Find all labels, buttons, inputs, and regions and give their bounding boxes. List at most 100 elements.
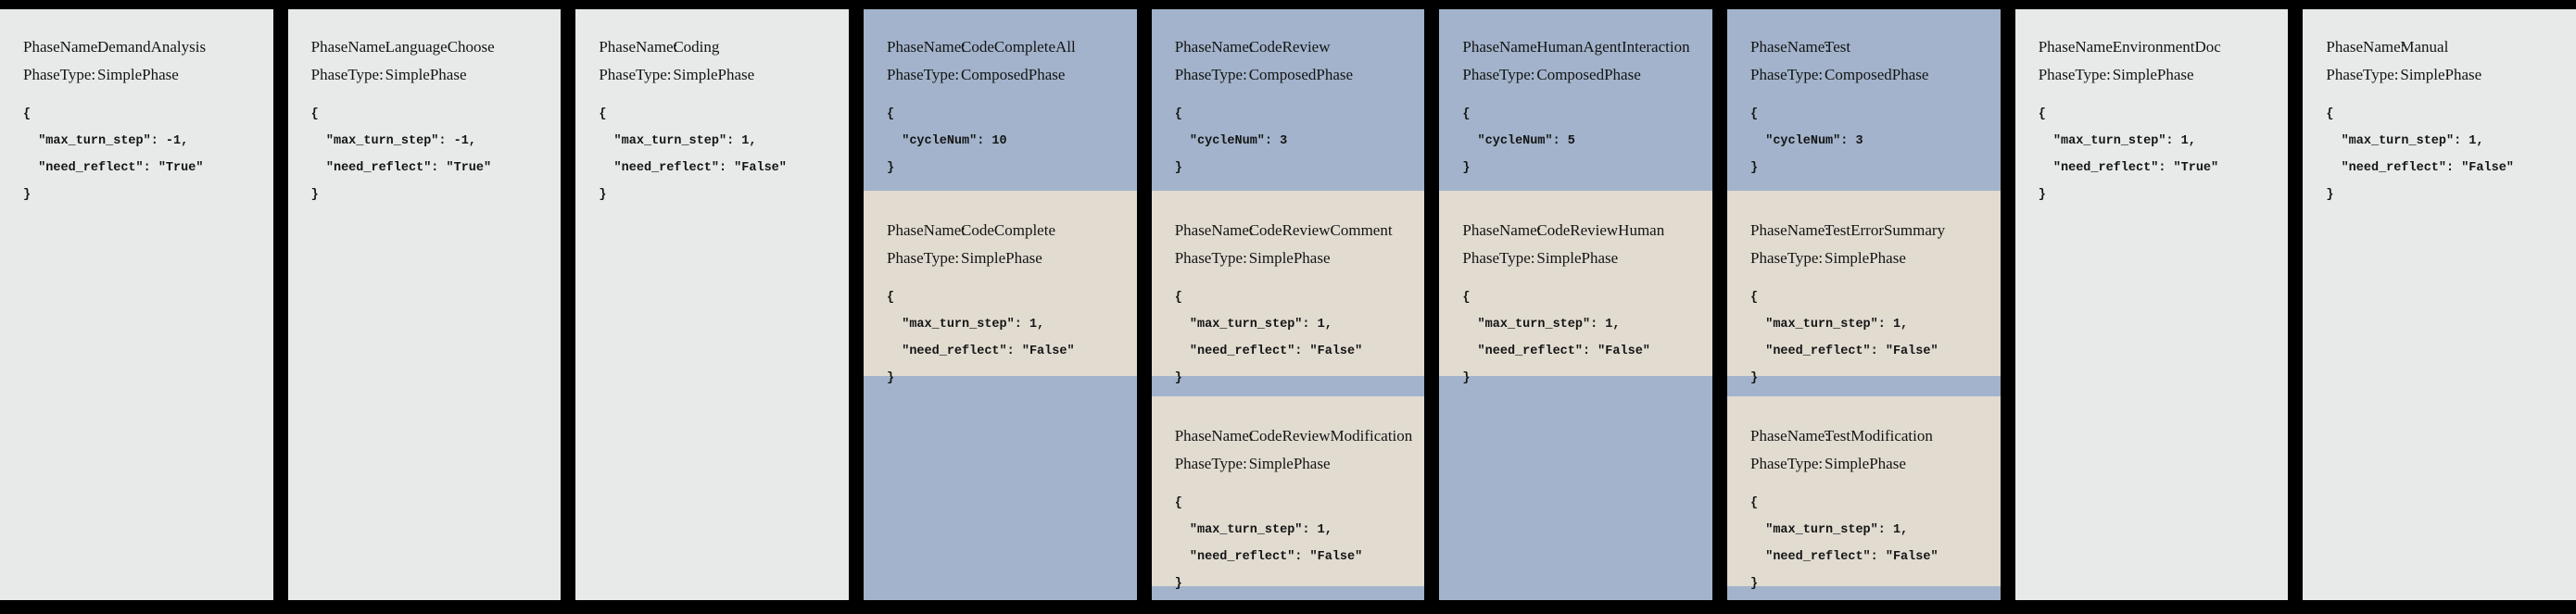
phase-config-json: { "max_turn_step": 1, "need_reflect": "F…	[1462, 291, 1650, 385]
phase-config-json: { "max_turn_step": 1, "need_reflect": "F…	[2326, 107, 2514, 202]
phase-name-row: PhaseName: CodeCompleteAll	[887, 33, 1130, 61]
phase-name-label: PhaseName:	[1462, 221, 1542, 239]
phase-type-label: PhaseType:	[1174, 455, 1247, 472]
phase-name-label: PhaseName:	[887, 221, 966, 239]
sub-phase-card-codereviewcomment: PhaseName: CodeReviewComment PhaseType: …	[1151, 191, 1425, 385]
phase-config-json: { "max_turn_step": 1, "need_reflect": "F…	[1750, 496, 1938, 591]
sub-phase-card-testmodification: PhaseName: TestModification PhaseType: S…	[1727, 396, 2001, 591]
phase-type-label: PhaseType:	[887, 249, 960, 267]
phase-name-label: PhaseName:	[1750, 427, 1830, 445]
phase-config-json: { "max_turn_step": 1, "need_reflect": "T…	[2038, 107, 2219, 202]
composed-phase-header: PhaseName: Test PhaseType: ComposedPhase…	[1727, 9, 2001, 191]
phase-name-value: Test	[1825, 38, 1851, 56]
phase-type-row: PhaseType: ComposedPhase	[1462, 61, 1705, 89]
phase-name-row: PhaseName: CodeComplete	[887, 217, 1130, 244]
phase-type-label: PhaseType:	[1750, 455, 1824, 472]
phase-type-row: PhaseType: ComposedPhase	[887, 61, 1130, 89]
phase-name-row: PhaseName: EnvironmentDoc	[2039, 33, 2281, 61]
phase-name-value: CodeComplete	[961, 221, 1055, 239]
phase-type-value: SimplePhase	[97, 66, 179, 83]
phase-name-row: PhaseName: LanguageChoose	[311, 33, 554, 61]
sub-phase-card-codereviewmodification: PhaseName: CodeReviewModification PhaseT…	[1151, 396, 1425, 591]
phase-type-label: PhaseType:	[599, 66, 672, 83]
phase-type-value: ComposedPhase	[1248, 66, 1354, 83]
phase-name-value: DemandAnalysis	[97, 38, 207, 56]
phase-type-label: PhaseType:	[1462, 249, 1535, 267]
phase-type-row: PhaseType: SimplePhase	[2326, 61, 2569, 89]
phase-type-row: PhaseType: SimplePhase	[1462, 244, 1705, 272]
phase-card-manual: PhaseName: Manual PhaseType: SimplePhase…	[2303, 9, 2576, 600]
phase-type-label: PhaseType:	[23, 66, 96, 83]
phase-type-row: PhaseType: SimplePhase	[1175, 450, 1418, 478]
composed-phase-header: PhaseName: HumanAgentInteraction PhaseTy…	[1439, 9, 1712, 191]
phase-card-test: PhaseName: Test PhaseType: ComposedPhase…	[1727, 9, 2001, 600]
phase-name-value: CodeReviewComment	[1248, 221, 1393, 239]
phase-type-row: PhaseType: SimplePhase	[23, 61, 266, 89]
phase-config-json: { "cycleNum": 10 }	[887, 107, 1007, 175]
sub-phase-card-codereviewhuman: PhaseName: CodeReviewHuman PhaseType: Si…	[1439, 191, 1713, 385]
phase-type-row: PhaseType: SimplePhase	[1175, 244, 1418, 272]
phase-type-row: PhaseType: SimplePhase	[311, 61, 554, 89]
phase-name-label: PhaseName:	[1174, 427, 1254, 445]
phase-name-value: Manual	[2400, 38, 2449, 56]
phase-name-row: PhaseName: Test	[1750, 33, 1993, 61]
phase-type-row: PhaseType: SimplePhase	[887, 244, 1130, 272]
phase-type-value: SimplePhase	[385, 66, 467, 83]
phase-type-row: PhaseType: SimplePhase	[2039, 61, 2281, 89]
phase-type-value: SimplePhase	[1825, 249, 1906, 267]
phase-type-label: PhaseType:	[1750, 249, 1824, 267]
phase-type-row: PhaseType: ComposedPhase	[1750, 61, 1993, 89]
phase-name-label: PhaseName:	[599, 38, 678, 56]
phase-type-value: SimplePhase	[1248, 455, 1331, 472]
phase-card-humanagentinteraction: PhaseName: HumanAgentInteraction PhaseTy…	[1439, 9, 1713, 600]
sub-phase-card-codecomplete: PhaseName: CodeComplete PhaseType: Simpl…	[864, 191, 1137, 385]
phase-card-codecompleteall: PhaseName: CodeCompleteAll PhaseType: Co…	[864, 9, 1137, 600]
phase-type-label: PhaseType:	[1174, 66, 1247, 83]
phase-type-row: PhaseType: SimplePhase	[599, 61, 841, 89]
phase-config-json: { "max_turn_step": -1, "need_reflect": "…	[23, 107, 204, 202]
phase-type-label: PhaseType:	[2038, 66, 2111, 83]
phase-type-value: SimplePhase	[961, 249, 1042, 267]
phase-config-json: { "cycleNum": 5 }	[1462, 107, 1575, 175]
phase-name-row: PhaseName: CodeReviewModification	[1175, 422, 1418, 450]
phase-card-languagechoose: PhaseName: LanguageChoose PhaseType: Sim…	[287, 9, 562, 600]
phase-type-value: SimplePhase	[1536, 249, 1619, 267]
phase-type-label: PhaseType:	[1750, 66, 1824, 83]
phase-card-coding: PhaseName: Coding PhaseType: SimplePhase…	[575, 9, 850, 600]
phase-type-row: PhaseType: SimplePhase	[1750, 244, 1993, 272]
phase-name-value: HumanAgentInteraction	[1536, 38, 1690, 56]
phase-type-label: PhaseType:	[887, 66, 960, 83]
phase-name-row: PhaseName: TestModification	[1750, 422, 1993, 450]
phase-type-value: SimplePhase	[673, 66, 755, 83]
phase-config-json: { "max_turn_step": 1, "need_reflect": "F…	[1174, 291, 1363, 385]
phase-card-demandanalysis: PhaseName: DemandAnalysis PhaseType: Sim…	[0, 9, 273, 600]
phase-name-label: PhaseName:	[2326, 38, 2406, 56]
phase-name-label: PhaseName:	[1174, 38, 1254, 56]
phase-card-codereview: PhaseName: CodeReview PhaseType: Compose…	[1151, 9, 1425, 600]
composed-phase-header: PhaseName: CodeReview PhaseType: Compose…	[1152, 9, 1425, 191]
phase-name-row: PhaseName: Manual	[2326, 33, 2569, 61]
phase-type-label: PhaseType:	[1462, 66, 1535, 83]
phase-name-value: TestErrorSummary	[1825, 221, 1946, 239]
phase-type-value: SimplePhase	[1248, 249, 1331, 267]
phase-type-row: PhaseType: ComposedPhase	[1175, 61, 1418, 89]
phase-config-json: { "max_turn_step": 1, "need_reflect": "F…	[1750, 291, 1938, 385]
phase-name-row: PhaseName: HumanAgentInteraction	[1462, 33, 1705, 61]
phase-name-label: PhaseName:	[23, 38, 102, 56]
phase-type-label: PhaseType:	[310, 66, 384, 83]
phase-type-value: ComposedPhase	[1536, 66, 1641, 83]
phase-config-json: { "max_turn_step": 1, "need_reflect": "F…	[887, 291, 1075, 385]
phase-card-environmentdoc: PhaseName: EnvironmentDoc PhaseType: Sim…	[2014, 9, 2289, 600]
phase-name-label: PhaseName:	[310, 38, 390, 56]
phase-config-json: { "max_turn_step": 1, "need_reflect": "F…	[1174, 496, 1363, 591]
phase-type-label: PhaseType:	[1174, 249, 1247, 267]
phase-name-value: CodeReviewModification	[1248, 427, 1413, 445]
phase-name-row: PhaseName: Coding	[599, 33, 841, 61]
phase-name-value: CodeReviewHuman	[1536, 221, 1665, 239]
phase-config-json: { "cycleNum": 3 }	[1750, 107, 1863, 175]
phase-config-json: { "cycleNum": 3 }	[1174, 107, 1288, 175]
phase-type-value: SimplePhase	[2112, 66, 2194, 83]
phase-name-value: CodeReview	[1248, 38, 1331, 56]
phase-name-value: EnvironmentDoc	[2112, 38, 2221, 56]
phase-name-row: PhaseName: TestErrorSummary	[1750, 217, 1993, 244]
